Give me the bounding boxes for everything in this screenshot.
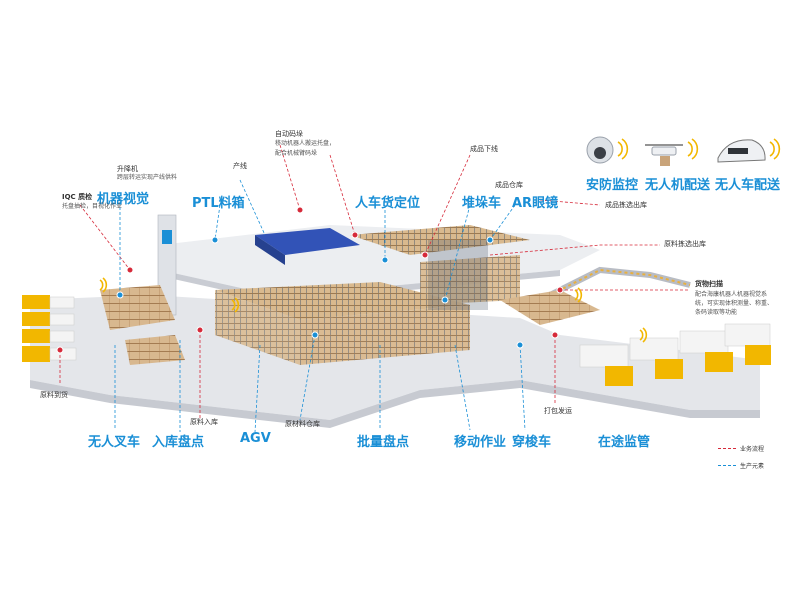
label-unmanned-vehicle: 无人车配送 bbox=[715, 178, 781, 193]
ground-floor bbox=[30, 295, 760, 428]
label-iqc-desc: 托盘抽检，目视化作业 bbox=[62, 203, 123, 210]
label-production-line: 产线 bbox=[233, 162, 247, 170]
label-positioning: 人车货定位 bbox=[355, 196, 421, 211]
label-auto-palletizing-desc1: 移动机器人搬运托盘， bbox=[275, 140, 336, 147]
ptl-area bbox=[255, 228, 360, 265]
autonomous-vehicle-icon bbox=[717, 139, 766, 163]
label-shuttle: 穿梭车 bbox=[512, 435, 552, 450]
legend-swatch-business-flow bbox=[718, 448, 736, 449]
label-machine-vision: 机器视觉 bbox=[97, 192, 150, 207]
label-goods-scan-desc3: 条码读取等功能 bbox=[695, 309, 738, 316]
inbound-trucks bbox=[22, 295, 77, 362]
label-lift: 升降机 bbox=[117, 165, 138, 173]
label-inbound-inventory: 入库盘点 bbox=[152, 435, 205, 450]
label-raw-picking: 原料拣选出库 bbox=[664, 240, 706, 248]
raw-material-racks bbox=[215, 282, 470, 365]
label-stacker: 堆垛车 bbox=[462, 196, 502, 211]
label-raw-inbound: 原料入库 bbox=[190, 418, 218, 426]
label-auto-palletizing-desc2: 配合机械臂码垛 bbox=[275, 150, 318, 157]
legend-swatch-production-element bbox=[718, 465, 736, 466]
label-goods-scan-desc2: 统，可实现体积测量、称重、 bbox=[695, 300, 774, 307]
lift-shaft bbox=[157, 214, 177, 316]
label-ar-glasses: AR眼镜 bbox=[512, 196, 559, 211]
flow-markers bbox=[56, 206, 564, 354]
label-finished-picking: 成品拣选出库 bbox=[605, 201, 647, 209]
label-goods-scan-desc1: 配合海康机器人机器视觉系 bbox=[695, 291, 768, 298]
legend-label-business-flow: 业务流程 bbox=[740, 446, 765, 453]
label-raw-arrival: 原料到货 bbox=[40, 391, 68, 399]
label-iqc: IQC 质检 bbox=[62, 193, 93, 201]
label-mobile-operation: 移动作业 bbox=[454, 435, 507, 450]
legend-label-production-element: 生产元素 bbox=[740, 463, 765, 470]
label-agv: AGV bbox=[240, 431, 271, 446]
label-packing-shipping: 打包发运 bbox=[544, 407, 572, 415]
camera-icon bbox=[586, 136, 614, 164]
business-flow-lines bbox=[59, 144, 690, 420]
label-unmanned-forklift: 无人叉车 bbox=[88, 435, 141, 450]
label-lift-desc: 跨层转运实现产线供料 bbox=[117, 174, 178, 181]
drone-icon bbox=[645, 144, 683, 166]
label-transit-monitoring: 在途监管 bbox=[598, 435, 651, 450]
label-drone: 无人机配送 bbox=[645, 178, 711, 193]
finished-goods-racks bbox=[350, 225, 530, 310]
label-finished-offline: 成品下线 bbox=[470, 145, 498, 153]
label-finished-warehouse: 成品仓库 bbox=[495, 181, 523, 189]
label-security: 安防监控 bbox=[586, 178, 639, 193]
label-ptl: PTL料箱 bbox=[192, 196, 245, 211]
label-batch-inventory: 批量盘点 bbox=[357, 435, 410, 450]
label-goods-scan: 货物扫描 bbox=[695, 280, 723, 288]
label-auto-palletizing: 自动码垛 bbox=[275, 130, 303, 138]
production-element-lines bbox=[114, 179, 526, 433]
label-raw-warehouse: 原材料仓库 bbox=[285, 420, 320, 428]
wifi-signal-icons bbox=[99, 138, 781, 343]
outbound-trucks bbox=[579, 323, 771, 386]
